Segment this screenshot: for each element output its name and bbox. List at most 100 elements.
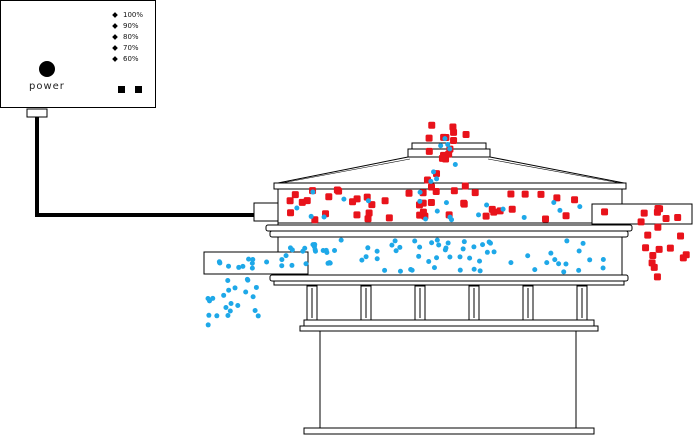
fine-particle	[332, 248, 338, 254]
fine-particle	[548, 250, 554, 256]
fine-particle	[423, 216, 429, 222]
control-box: 100% 90% 80% 70% 60% power	[0, 0, 156, 108]
fine-particle	[235, 303, 241, 309]
coarse-particle	[291, 191, 299, 199]
fine-particle	[600, 265, 606, 271]
coarse-particle	[381, 197, 389, 205]
fine-particle	[223, 305, 229, 311]
coarse-particle	[649, 252, 657, 260]
fine-particle	[289, 262, 295, 268]
fine-particle	[312, 248, 318, 254]
fine-particle	[561, 269, 567, 275]
fine-particle	[321, 214, 327, 220]
fine-particle	[310, 242, 316, 248]
fine-particle	[341, 196, 347, 202]
power-label: power	[29, 81, 65, 92]
fine-particle	[445, 240, 451, 246]
coarse-particle	[537, 190, 545, 198]
fine-particle	[491, 249, 497, 255]
coarse-particle	[353, 211, 361, 219]
coarse-particle	[653, 273, 661, 281]
fine-particle	[412, 238, 418, 244]
fine-particle	[442, 136, 448, 142]
fine-particle	[457, 267, 463, 273]
fine-particle	[480, 242, 486, 248]
fine-particle	[240, 263, 246, 269]
fine-particle	[226, 287, 232, 293]
fine-particle	[206, 312, 212, 318]
fine-particle	[374, 248, 380, 254]
fine-particle	[500, 206, 506, 212]
fine-particle	[467, 255, 473, 261]
fine-particle	[225, 313, 231, 319]
fine-particle	[587, 257, 593, 263]
coarse-particle	[650, 263, 658, 271]
level-label: 90%	[123, 22, 139, 30]
fine-particle	[214, 313, 220, 319]
coarse-particle	[438, 154, 446, 162]
level-label: 70%	[123, 44, 139, 52]
fine-particle	[428, 178, 434, 184]
fine-particle	[310, 189, 316, 195]
level-label: 60%	[123, 55, 139, 63]
fine-particle	[460, 246, 466, 252]
fine-particle	[563, 261, 569, 267]
level-90: 90%	[112, 21, 139, 32]
fine-particle	[227, 308, 233, 314]
coarse-particle	[562, 212, 570, 220]
coarse-particle	[445, 150, 453, 158]
fine-particle	[308, 213, 314, 219]
coarse-particle	[449, 123, 457, 131]
fine-particle	[477, 268, 483, 274]
fine-particle	[250, 257, 256, 263]
fine-particle	[557, 207, 563, 213]
fine-particle	[434, 208, 440, 214]
coarse-particle	[286, 197, 294, 205]
fine-particle	[253, 284, 259, 290]
fine-particle	[449, 217, 455, 223]
level-100: 100%	[112, 10, 143, 21]
coarse-particle	[425, 147, 433, 155]
fine-particle	[389, 242, 395, 248]
coarse-particle	[508, 205, 516, 213]
coarse-particle	[471, 189, 479, 197]
fine-particle	[457, 254, 463, 260]
power-knob-icon[interactable]	[39, 61, 55, 77]
coarse-particle	[644, 231, 652, 239]
fine-particle	[320, 248, 326, 253]
coarse-particle	[571, 196, 579, 204]
fine-particle	[249, 260, 255, 266]
fine-particle	[327, 260, 333, 266]
coarse-particle	[427, 198, 435, 206]
fine-particle	[374, 256, 380, 262]
coarse-particle	[385, 214, 393, 222]
fine-particle	[216, 259, 222, 265]
upper-deck	[265, 188, 693, 238]
fine-particle	[471, 244, 477, 250]
fine-particle	[484, 202, 490, 208]
coarse-particle	[333, 186, 341, 194]
motor-box	[253, 202, 279, 222]
fine-particle	[252, 308, 258, 314]
fine-particle	[236, 264, 242, 270]
fine-particle	[210, 295, 216, 301]
fine-particle	[249, 265, 255, 271]
fine-particle	[551, 199, 557, 205]
coarse-particle	[450, 187, 458, 195]
fine-particle	[521, 214, 527, 220]
fine-particle	[426, 258, 432, 264]
fine-particle	[431, 169, 437, 175]
fine-particle	[243, 289, 249, 295]
fine-particle	[434, 237, 440, 243]
fine-particle	[443, 200, 449, 206]
fine-particle	[447, 254, 453, 260]
level-70: 70%	[112, 43, 139, 54]
fine-particle	[392, 238, 398, 244]
fine-particle	[436, 242, 442, 248]
fine-particle	[359, 257, 365, 263]
coarse-particle	[303, 197, 311, 205]
fine-particle	[246, 256, 252, 262]
spring-supports	[306, 285, 588, 321]
fine-particle	[486, 239, 492, 245]
indicator-square	[135, 86, 142, 93]
